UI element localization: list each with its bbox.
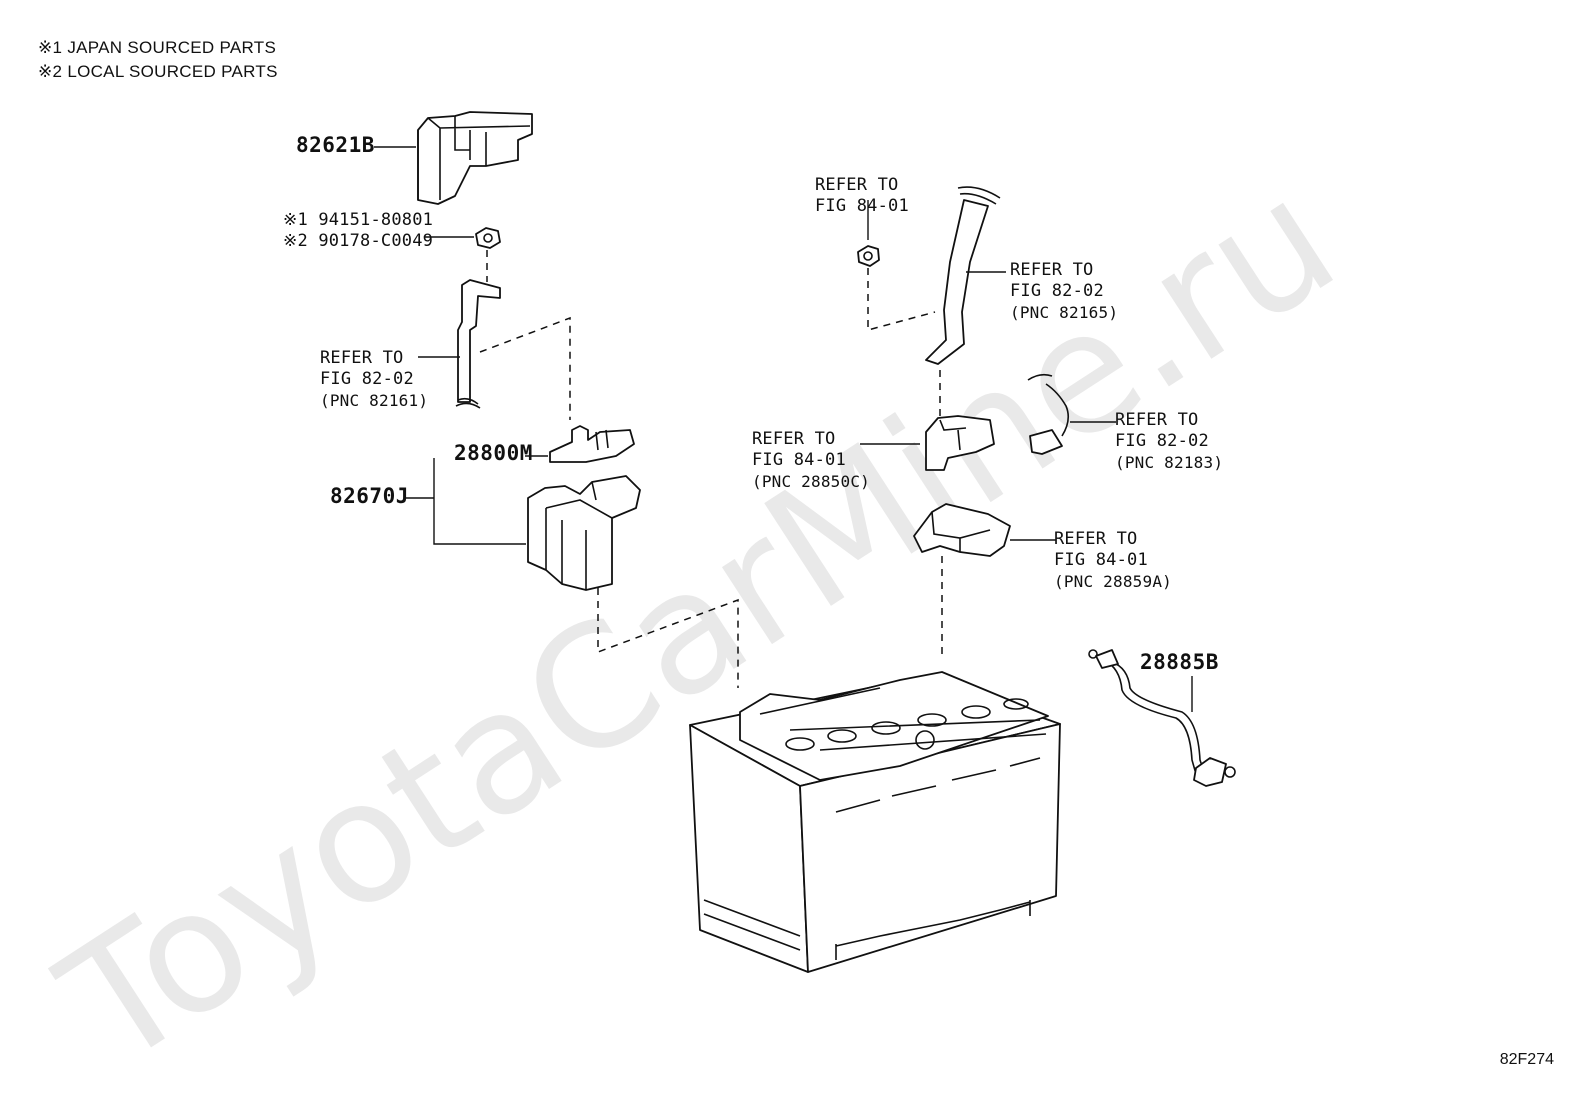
ref-r4-line1: REFER TO	[752, 429, 836, 449]
ref-r3-line1: REFER TO	[1010, 260, 1094, 280]
ref-r4-line3: (PNC 28850C)	[752, 472, 870, 491]
nut-icon[interactable]	[857, 245, 880, 267]
sensor-28850c[interactable]	[925, 415, 995, 471]
ref-r6-line2[interactable]: FIG 84-01	[1054, 550, 1148, 570]
part-number-82621b[interactable]: 82621B	[296, 133, 375, 157]
dash-82670j	[597, 588, 739, 688]
ref-r2-line2[interactable]: FIG 84-01	[815, 196, 909, 216]
note-japan: ※1 JAPAN SOURCED PARTS	[38, 38, 277, 57]
ref-r1-line3: (PNC 82161)	[320, 391, 429, 410]
connector-82183[interactable]	[1027, 373, 1070, 455]
terminal-cover-82621b[interactable]	[417, 111, 533, 205]
dash-82161	[479, 316, 571, 420]
fuse-block-28800m[interactable]	[549, 425, 635, 463]
ref-r1-line1: REFER TO	[320, 348, 404, 368]
battery-cable-82165[interactable]	[925, 186, 1001, 365]
part-number-nut-japan[interactable]: ※1 94151-80801	[283, 210, 434, 230]
figure-number: 82F274	[1499, 1051, 1554, 1068]
sourcing-notes: ※1 JAPAN SOURCED PARTS ※2 LOCAL SOURCED …	[38, 36, 278, 84]
ref-r2-line1: REFER TO	[815, 175, 899, 195]
ref-r5-line2[interactable]: FIG 82-02	[1115, 431, 1209, 451]
ref-r3-line3: (PNC 82165)	[1010, 303, 1119, 322]
ref-r6-line1: REFER TO	[1054, 529, 1138, 549]
bracket-82670j	[406, 458, 526, 545]
battery[interactable]	[689, 671, 1061, 973]
battery-cable-82161[interactable]	[455, 279, 501, 409]
ref-r5-line3: (PNC 82183)	[1115, 453, 1224, 472]
part-number-28885b[interactable]: 28885B	[1140, 650, 1219, 674]
bracket-28859a[interactable]	[913, 503, 1011, 557]
fuse-box-82670j[interactable]	[527, 475, 641, 591]
dash-r2	[867, 268, 936, 331]
part-number-nut-local[interactable]: ※2 90178-C0049	[283, 231, 434, 251]
ref-r1-line2[interactable]: FIG 82-02	[320, 369, 414, 389]
harness-28885b[interactable]	[1088, 649, 1236, 787]
ref-r6-line3: (PNC 28859A)	[1054, 572, 1172, 591]
note-local: ※2 LOCAL SOURCED PARTS	[38, 62, 278, 81]
part-number-28800m[interactable]: 28800M	[454, 441, 533, 465]
nut-icon[interactable]	[475, 227, 501, 249]
ref-r3-line2[interactable]: FIG 82-02	[1010, 281, 1104, 301]
part-number-82670j[interactable]: 82670J	[330, 484, 409, 508]
ref-r4-line2[interactable]: FIG 84-01	[752, 450, 846, 470]
ref-r5-line1: REFER TO	[1115, 410, 1199, 430]
